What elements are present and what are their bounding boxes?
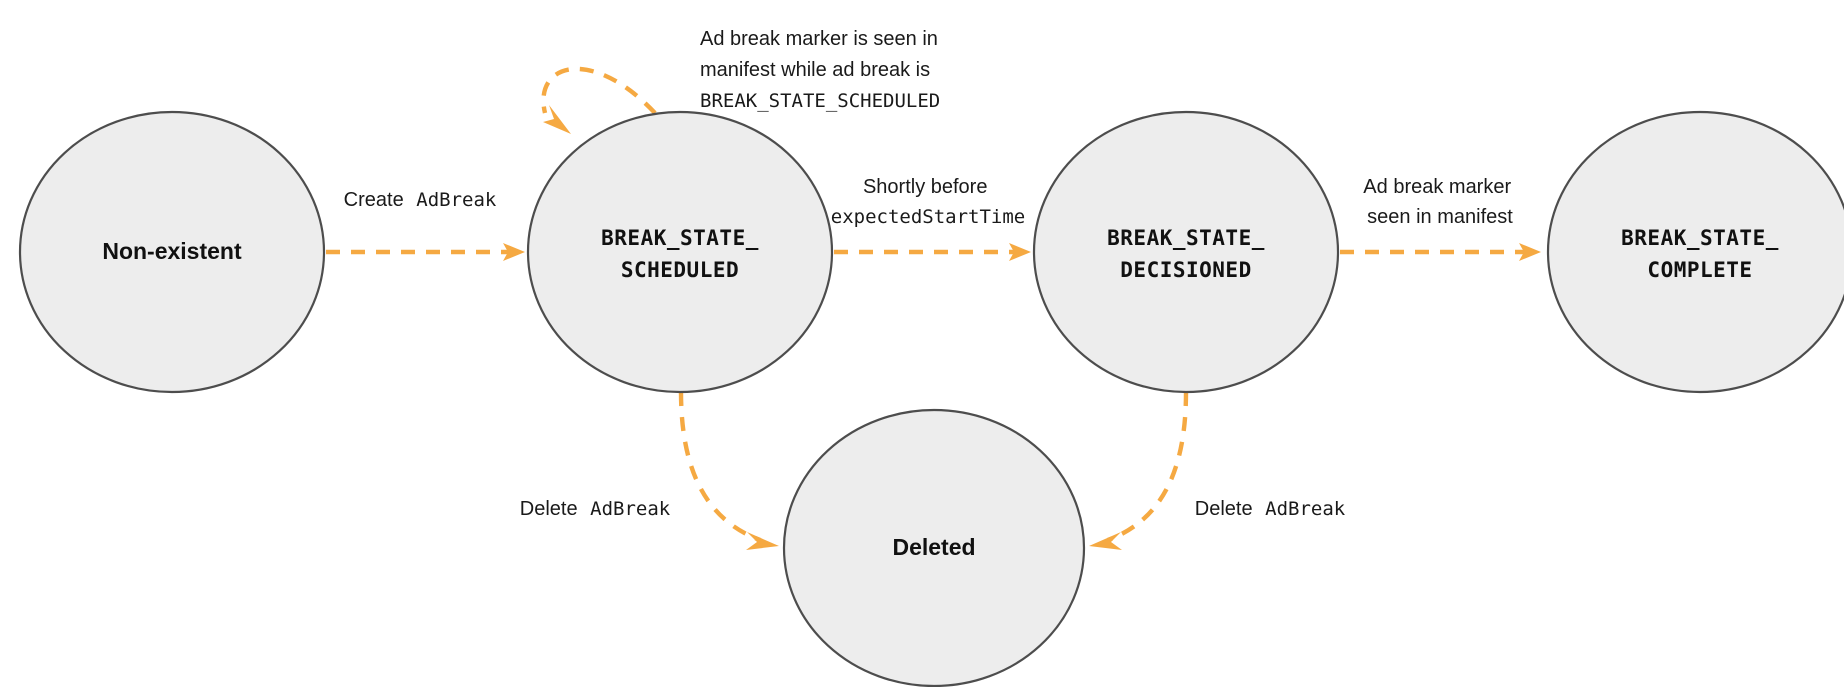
edge-decisioned-to-deleted-label: Delete AdBreak (1195, 498, 1346, 520)
edge-scheduled-self-loop-label: Ad break marker is seen in manifest whil… (700, 28, 943, 112)
edge-scheduled-to-deleted-arrowhead (746, 532, 779, 550)
edge-decisioned-to-deleted-line (1107, 391, 1189, 543)
state-node-break-state-complete[interactable]: BREAK_STATE_ COMPLETE (1546, 110, 1844, 394)
state-node-break-state-decisioned[interactable]: BREAK_STATE_ DECISIONED (1032, 110, 1340, 394)
edge-create-adbreak-label: Create AdBreak (344, 189, 497, 211)
edge-selfloop-line2: manifest while ad break is (700, 59, 930, 81)
edge-marker-line2: seen in manifest (1367, 206, 1513, 228)
state-node-break-state-complete-label-line1: BREAK_STATE_ (1621, 226, 1779, 250)
state-node-non-existent-label: Non-existent (102, 238, 242, 264)
edge-create-adbreak[interactable]: Create AdBreak (326, 189, 525, 261)
edge-selfloop-line3: BREAK_STATE_SCHEDULED (700, 90, 940, 112)
edge-delete-left-code: AdBreak (590, 498, 671, 520)
edge-decisioned-to-complete-arrowhead (1519, 243, 1541, 261)
state-node-break-state-decisioned-label-line1: BREAK_STATE_ (1107, 226, 1265, 250)
edge-delete-right-prose: Delete (1195, 498, 1253, 520)
state-node-break-state-complete-shape (1546, 110, 1844, 394)
edge-scheduled-to-decisioned-label: Shortly before expectedStartTime (831, 176, 1025, 228)
edge-decisioned-to-complete[interactable]: Ad break marker seen in manifest (1340, 176, 1541, 261)
edge-delete-right-code: AdBreak (1265, 498, 1346, 520)
state-node-non-existent[interactable]: Non-existent (18, 110, 326, 394)
edge-shortly-line2: expectedStartTime (831, 206, 1025, 228)
edge-marker-line1: Ad break marker (1363, 176, 1511, 198)
edge-scheduled-to-decisioned-arrowhead (1009, 243, 1031, 261)
edge-scheduled-to-decisioned[interactable]: Shortly before expectedStartTime (831, 176, 1031, 261)
edge-decisioned-to-deleted-arrowhead (1089, 532, 1122, 550)
state-node-break-state-complete-label-line2: COMPLETE (1647, 258, 1752, 282)
edge-decisioned-to-complete-label: Ad break marker seen in manifest (1363, 176, 1516, 228)
edge-delete-left-prose: Delete (520, 498, 578, 520)
state-node-break-state-scheduled-shape (526, 110, 834, 394)
edge-create-adbreak-prose: Create (344, 189, 404, 211)
state-node-break-state-scheduled[interactable]: BREAK_STATE_ SCHEDULED (526, 110, 834, 394)
state-node-break-state-decisioned-label-line2: DECISIONED (1120, 258, 1251, 282)
edge-scheduled-to-deleted-line (678, 391, 761, 543)
state-node-non-existent-shape (18, 110, 326, 394)
state-node-break-state-scheduled-label-line1: BREAK_STATE_ (601, 226, 759, 250)
edge-scheduled-self-loop-line (541, 66, 657, 115)
state-node-deleted-label: Deleted (892, 534, 975, 560)
state-node-deleted-shape (782, 408, 1086, 687)
edge-create-adbreak-code: AdBreak (416, 189, 497, 211)
state-node-break-state-scheduled-label-line2: SCHEDULED (621, 258, 739, 282)
edge-scheduled-self-loop-arrowhead (543, 105, 571, 134)
edge-scheduled-to-deleted-label: Delete AdBreak (520, 498, 671, 520)
state-node-break-state-decisioned-shape (1032, 110, 1340, 394)
edge-decisioned-to-deleted[interactable]: Delete AdBreak (1089, 391, 1346, 550)
edge-scheduled-self-loop[interactable]: Ad break marker is seen in manifest whil… (541, 28, 943, 134)
edge-selfloop-line1: Ad break marker is seen in (700, 28, 938, 50)
edge-create-adbreak-arrowhead (503, 243, 525, 261)
state-node-deleted[interactable]: Deleted (782, 408, 1086, 687)
edge-shortly-line1: Shortly before (863, 176, 988, 198)
edge-scheduled-to-deleted[interactable]: Delete AdBreak (520, 391, 779, 550)
